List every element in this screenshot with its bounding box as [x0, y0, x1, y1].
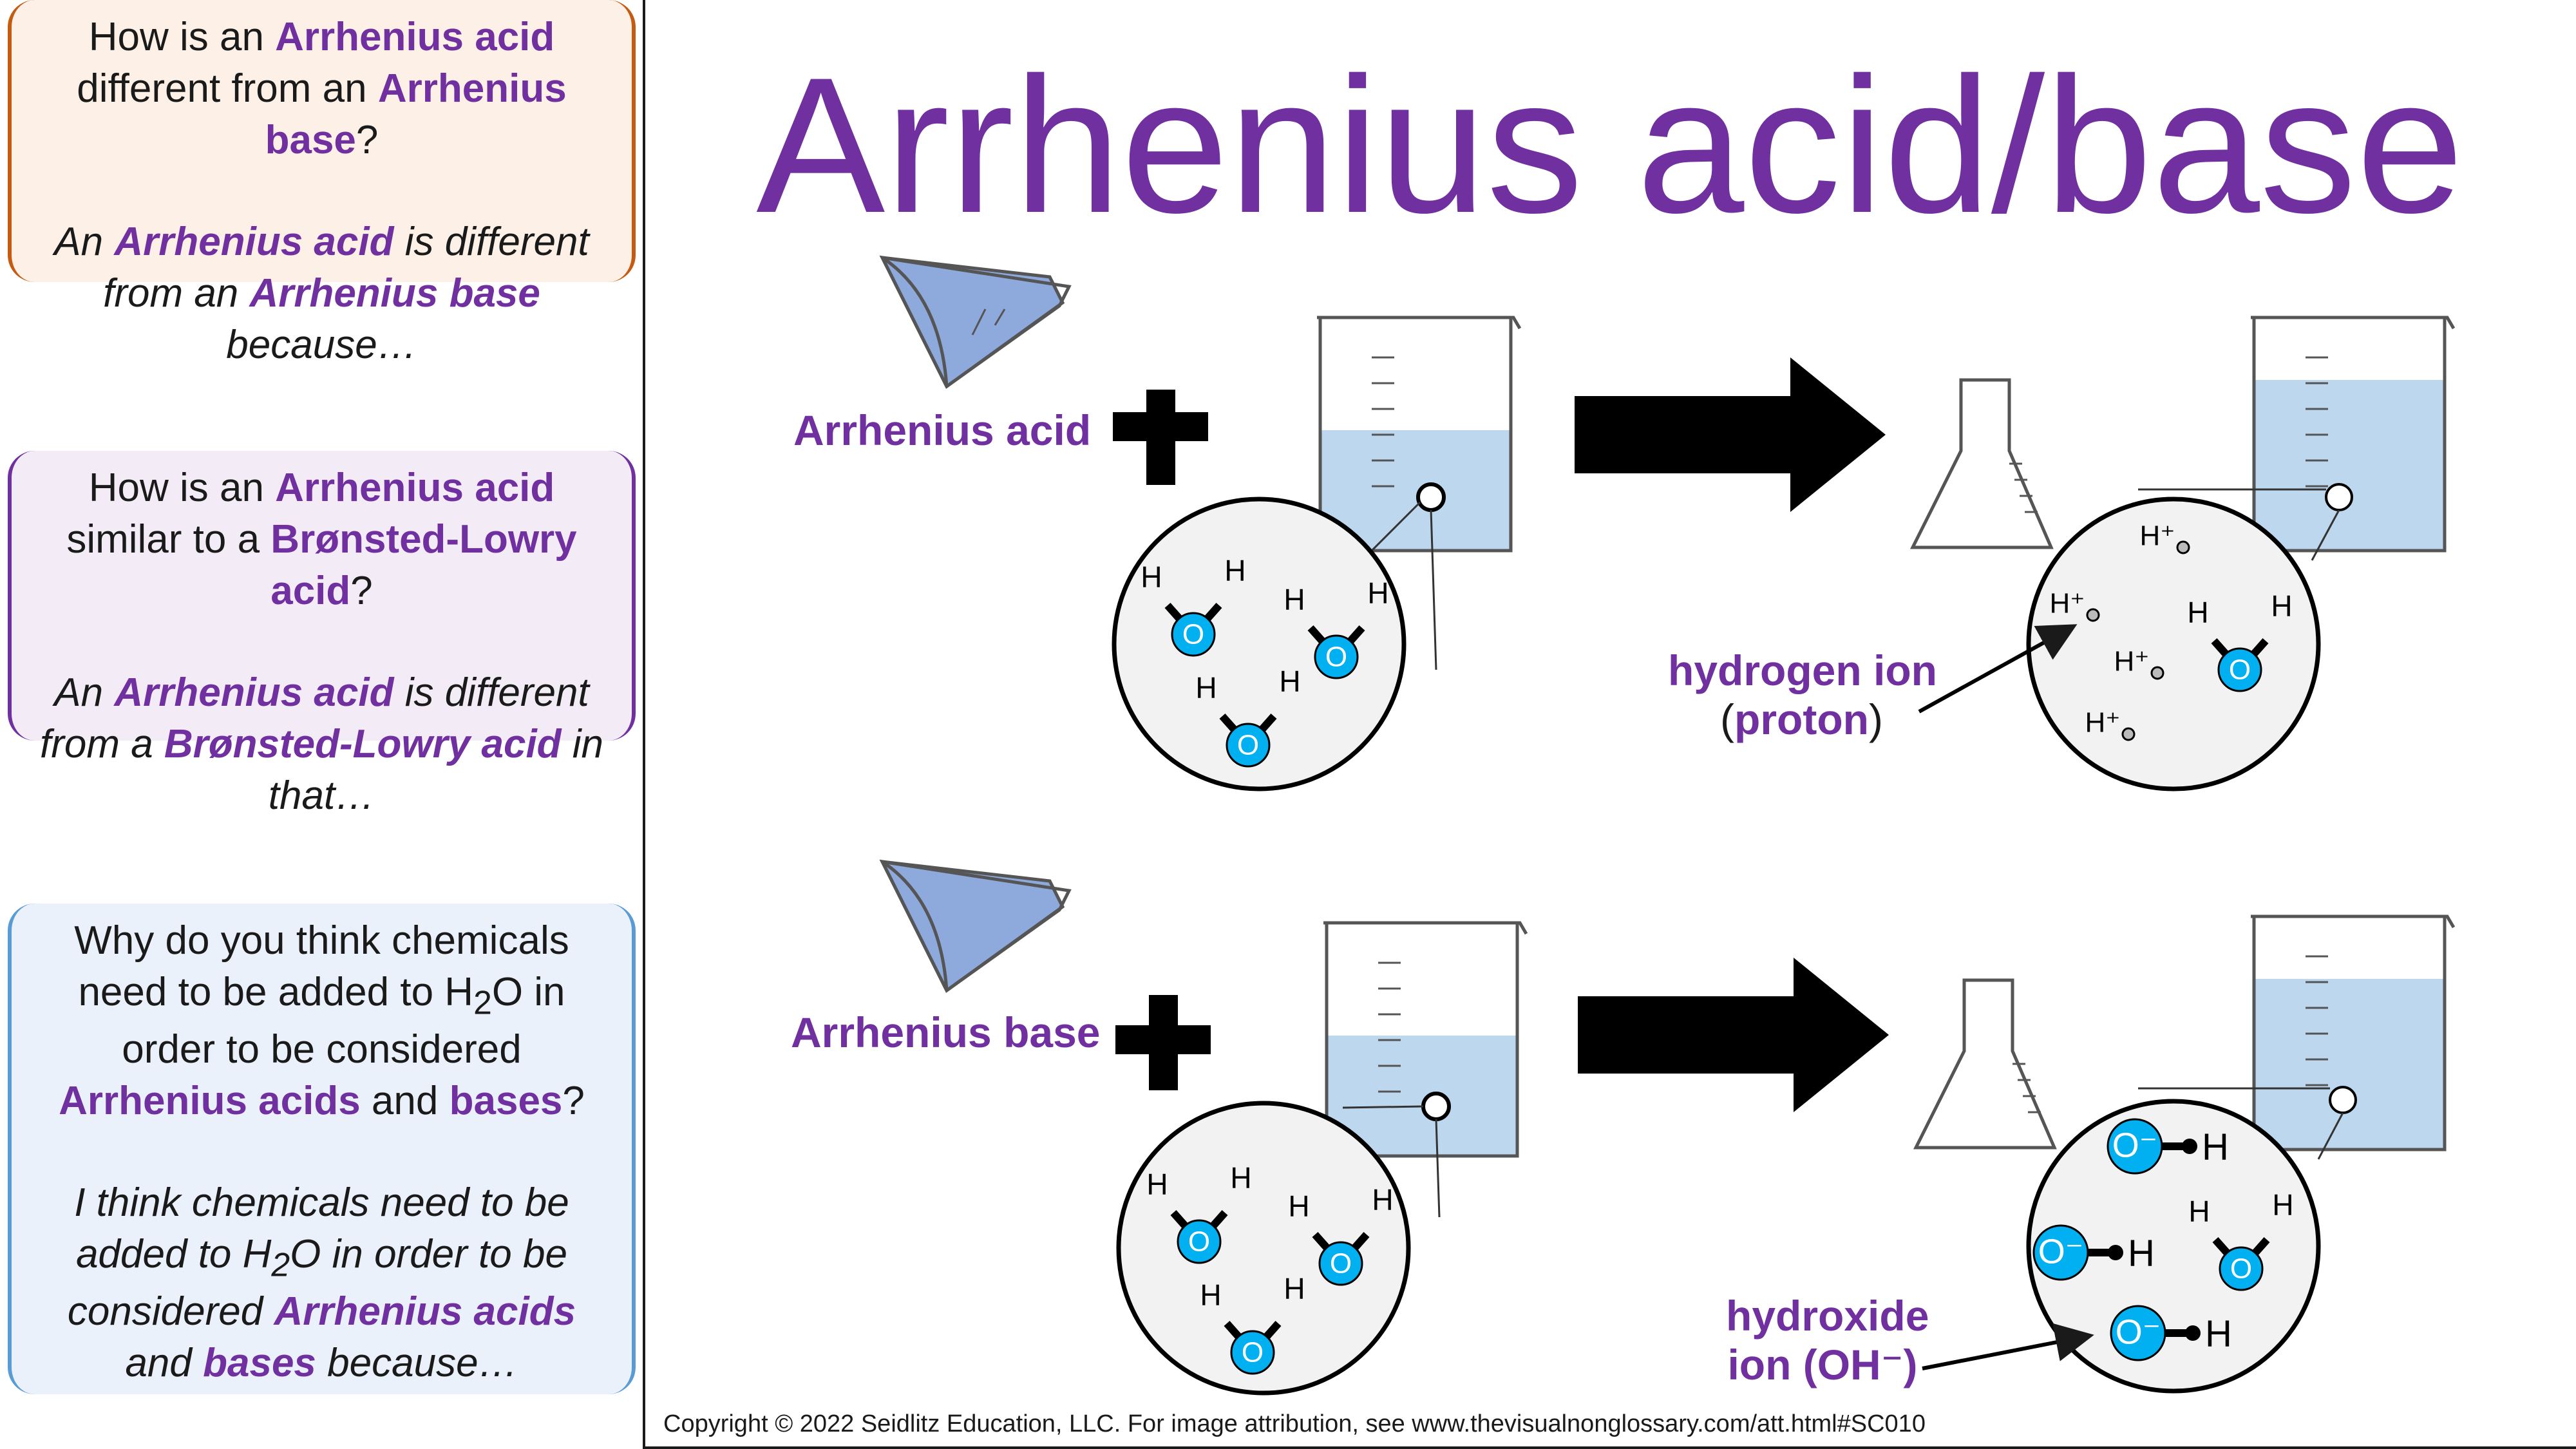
oxygen-atom-icon	[2219, 1246, 2264, 1291]
proton-icon	[2086, 608, 2100, 622]
hydrogen-ion-symbol: H⁺	[2050, 588, 2085, 620]
hydrogen-atom-label: H	[1141, 560, 1162, 594]
acid-empty-flask-icon	[1909, 378, 2054, 549]
question-3-text: Why do you think chemicals need to be ad…	[59, 918, 585, 1123]
hydrogen-ion-symbol: H⁺	[2085, 707, 2121, 739]
hydrogen-atom-label: H	[1279, 665, 1300, 698]
base-result-beaker-icon	[2251, 914, 2456, 1151]
acid-label: Arrhenius acid	[793, 406, 1092, 454]
page-title: Arrhenius acid/base	[756, 37, 2464, 253]
question-2-text: How is an Arrhenius acid similar to a Br…	[66, 466, 577, 613]
hydrogen-atom-label: H	[1283, 1272, 1305, 1305]
hydroxide-oxygen-icon	[2107, 1118, 2163, 1175]
oxygen-atom-label: O	[1330, 1248, 1352, 1280]
oxygen-atom-label: O	[1325, 641, 1347, 673]
base-water-zoom-icon	[1116, 1101, 1411, 1396]
proton-icon	[2176, 540, 2190, 554]
hydrogen-atom-label: H	[2272, 1188, 2293, 1222]
base-plus-icon	[1115, 995, 1211, 1090]
hydrogen-atom-label: H	[2271, 589, 2292, 623]
oxygen-atom-icon	[2217, 647, 2262, 692]
hydrogen-atom-label: H	[2188, 1195, 2210, 1228]
hydrogen-atom-label: H	[1195, 671, 1217, 705]
hydroxide-hydrogen-label: H	[2128, 1232, 2155, 1274]
hydrogen-ion-text: hydrogen ion	[1668, 647, 1937, 694]
proton-text: (proton)	[1720, 696, 1883, 743]
acid-ions-zoom-icon	[2026, 497, 2321, 791]
hydrogen-ion-label: hydrogen ion (proton)	[1668, 646, 1937, 744]
question-1-text: How is an Arrhenius acid different from …	[77, 15, 567, 162]
oxygen-atom-label: O	[1242, 1337, 1264, 1368]
acid-water-zoom-icon	[1112, 497, 1406, 791]
acid-beaker-icon	[1317, 316, 1522, 553]
hydrogen-atom-label: H	[1372, 1183, 1393, 1217]
base-beaker-icon	[1323, 921, 1528, 1158]
base-ions-zoom-icon	[2026, 1099, 2321, 1394]
content-frame	[643, 0, 2576, 1449]
acid-plus-icon	[1113, 390, 1208, 485]
acid-result-beaker-icon	[2251, 316, 2456, 553]
hydroxide-ion-label: hydroxide ion (OH⁻)	[1726, 1291, 1929, 1390]
oxygen-atom-label: O	[1182, 619, 1204, 650]
oxygen-atom-label: O	[2229, 654, 2251, 686]
oxygen-atom-label: O	[1188, 1226, 1210, 1258]
oxygen-atom-icon	[1171, 612, 1216, 657]
oxygen-atom-icon	[1230, 1330, 1275, 1375]
hydrogen-atom-label: H	[1146, 1168, 1168, 1201]
answer-2-text: An Arrhenius acid is different from a Br…	[39, 670, 604, 818]
hydroxide-bond-end	[2185, 1325, 2201, 1341]
hydroxide-line-1: hydroxide	[1726, 1292, 1929, 1340]
oxygen-atom-icon	[1318, 1241, 1363, 1286]
question-card-3: Why do you think chemicals need to be ad…	[8, 904, 636, 1394]
hydroxide-symbol: O⁻	[2112, 1126, 2158, 1164]
hydroxide-hydrogen-label: H	[2205, 1312, 2232, 1354]
answer-1-text: An Arrhenius acid is different from an A…	[54, 219, 589, 367]
hydroxide-bond-end	[2108, 1245, 2123, 1260]
question-card-2: How is an Arrhenius acid similar to a Br…	[8, 451, 636, 818]
hydrogen-atom-label: H	[1230, 1161, 1251, 1195]
question-card-1: How is an Arrhenius acid different from …	[8, 0, 636, 367]
hydroxide-hydrogen-label: H	[2202, 1126, 2229, 1168]
proton-icon	[2121, 727, 2136, 741]
hydrogen-atom-label: H	[1288, 1189, 1309, 1223]
hydroxide-symbol: O⁻	[2038, 1232, 2084, 1271]
hydroxide-bond-end	[2182, 1139, 2197, 1154]
oxygen-atom-label: O	[2230, 1253, 2252, 1285]
hydrogen-atom-label: H	[1367, 576, 1388, 610]
hydrogen-atom-label: H	[1200, 1278, 1221, 1312]
acid-reaction-arrow-icon	[1575, 357, 1886, 512]
hydrogen-ion-symbol: H⁺	[2114, 646, 2150, 677]
oxygen-atom-icon	[1226, 723, 1271, 768]
base-label: Arrhenius base	[791, 1009, 1101, 1056]
hydrogen-atom-label: H	[1283, 583, 1305, 616]
oxygen-atom-label: O	[1237, 730, 1259, 761]
hydrogen-atom-label: H	[1224, 554, 1245, 587]
hydroxide-oxygen-icon	[2110, 1305, 2166, 1361]
proton-icon	[2150, 666, 2164, 680]
acid-pouring-flask-icon	[879, 255, 1072, 389]
hydrogen-atom-label: H	[2187, 596, 2208, 629]
base-empty-flask-icon	[1913, 978, 2057, 1150]
base-pouring-flask-icon	[879, 859, 1072, 993]
base-reaction-arrow-icon	[1578, 958, 1889, 1112]
hydroxide-oxygen-icon	[2032, 1224, 2089, 1281]
hydroxide-line-2: ion (OH⁻)	[1727, 1341, 1918, 1388]
copyright-notice: Copyright © 2022 Seidlitz Education, LLC…	[663, 1410, 1926, 1437]
answer-3-text: I think chemicals need to be added to H2…	[67, 1180, 576, 1385]
oxygen-atom-icon	[1314, 634, 1359, 679]
oxygen-atom-icon	[1177, 1219, 1222, 1264]
hydrogen-ion-symbol: H⁺	[2140, 520, 2175, 552]
hydroxide-symbol: O⁻	[2116, 1312, 2161, 1351]
